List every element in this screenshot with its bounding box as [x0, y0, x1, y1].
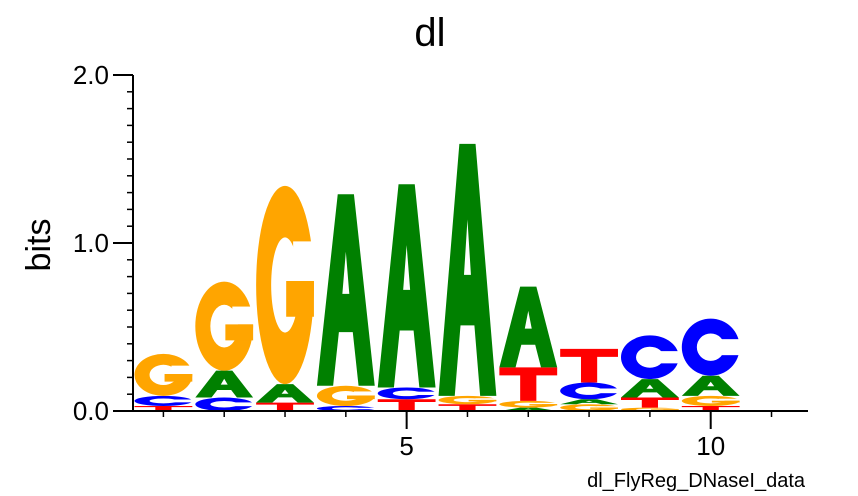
logo-letter-G-pos2: [195, 281, 256, 371]
logo-column-4: [316, 194, 378, 411]
axes: 0.0 1.0 2.0 5 10: [73, 60, 808, 461]
y-axis-label: bits: [20, 219, 58, 272]
logo-letter-A-pos6: [438, 143, 497, 396]
logo-letter-T-pos8: [560, 348, 618, 383]
y-tick-label: 1.0: [73, 228, 109, 258]
logo-letter-C-pos10: [681, 318, 742, 376]
logo-letter-C-pos5: [377, 387, 438, 400]
logo-letter-A-pos10: [681, 375, 740, 396]
logo-letter-C-pos8: [560, 382, 621, 400]
logo-letter-G-pos10: [681, 395, 742, 406]
logo-stacks: [134, 143, 742, 411]
logo-letter-T-pos5: [377, 399, 436, 411]
logo-column-7: [499, 286, 560, 411]
logo-letter-G-pos8: [560, 404, 621, 411]
logo-column-1: [134, 353, 195, 411]
chart-title: dl: [414, 11, 445, 55]
logo-letter-T-pos7: [499, 367, 558, 401]
logo-letter-G-pos3: [256, 185, 317, 385]
logo-column-2: [195, 281, 256, 411]
logo-letter-A-pos4: [316, 194, 375, 386]
y-tick-label: 2.0: [73, 60, 109, 90]
logo-column-3: [256, 185, 317, 411]
logo-letter-G-pos7: [499, 400, 560, 408]
logo-column-9: [620, 335, 682, 411]
logo-letter-A-pos8: [560, 399, 618, 405]
logo-letter-A-pos7: [499, 286, 558, 368]
logo-letter-C-pos2: [195, 397, 256, 411]
logo-letter-G-pos1: [134, 353, 195, 396]
logo-letter-T-pos3: [256, 402, 314, 411]
logo-column-5: [377, 184, 438, 411]
logo-letter-T-pos9: [620, 397, 679, 408]
logo-letter-A-pos5: [377, 184, 436, 388]
y-tick-label: 0.0: [73, 396, 109, 426]
logo-letter-G-pos4: [316, 385, 378, 406]
logo-column-10: [681, 318, 742, 411]
chart-caption: dl_FlyReg_DNaseI_data: [587, 470, 806, 492]
logo-letter-G-pos6: [438, 395, 499, 405]
logo-letter-T-pos6: [438, 404, 497, 411]
x-tick-label: 5: [399, 431, 413, 461]
logo-column-8: [560, 348, 621, 411]
logo-letter-A-pos3: [256, 384, 314, 403]
logo-letter-C-pos9: [620, 335, 682, 380]
x-tick-label: 10: [696, 431, 725, 461]
logo-letter-A-pos9: [620, 379, 679, 398]
logo-column-6: [438, 143, 499, 411]
logo-letter-C-pos1: [134, 395, 195, 406]
logo-letter-A-pos2: [195, 370, 254, 398]
